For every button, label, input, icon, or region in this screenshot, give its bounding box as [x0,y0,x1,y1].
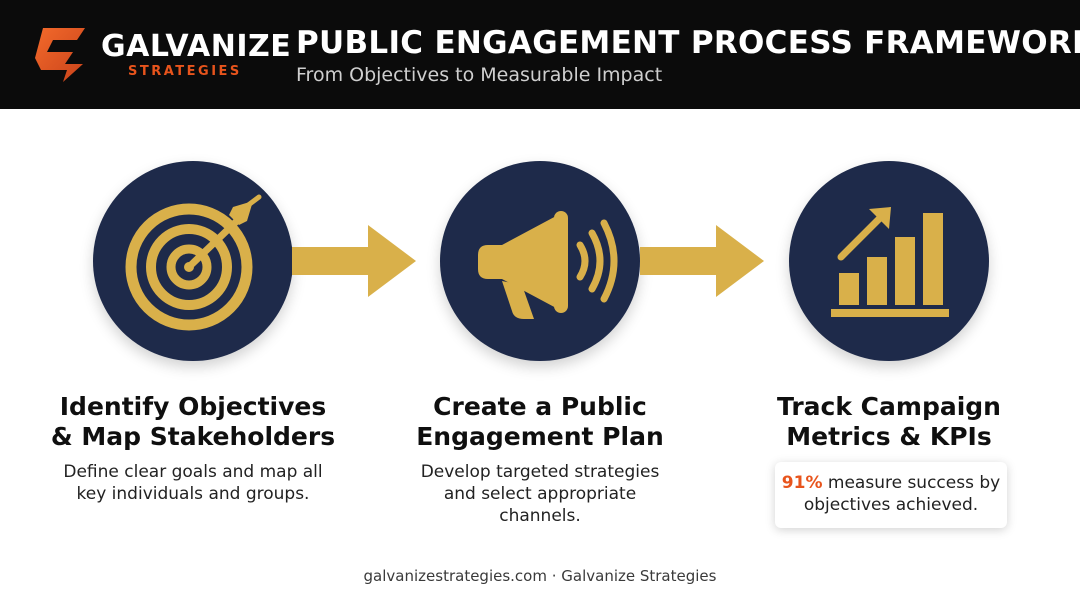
page-title: PUBLIC ENGAGEMENT PROCESS FRAMEWORK [296,25,1080,61]
footer-text: galvanizestrategies.com · Galvanize Stra… [363,567,717,585]
step-2-desc-line3: channels. [499,506,581,526]
step-3-circle [789,161,989,361]
step-2-circle [440,161,640,361]
step-3-title: Track Campaign Metrics & KPIs [739,392,1039,452]
page-subtitle: From Objectives to Measurable Impact [296,64,663,86]
step-1-title-line2: & Map Stakeholders [50,422,336,451]
step-1-desc-line2: key individuals and groups. [76,484,310,504]
step-2-title-line2: Engagement Plan [416,422,664,451]
stat-text-line2: objectives achieved. [803,495,979,515]
step-1-desc-line1: Define clear goals and map all [63,462,323,482]
brand-name: GALVANIZE [101,29,292,64]
step-1-title: Identify Objectives & Map Stakeholders [43,392,343,452]
step-1-circle [93,161,293,361]
galvanize-logo-icon [35,28,85,82]
step-2-desc-line2: and select appropriate [443,484,637,504]
stat-line-1: 91% measure success by [775,472,1007,494]
step-2-description: Develop targeted strategies and select a… [390,461,690,527]
step-3-title-line1: Track Campaign [777,392,1001,421]
stat-card: 91% measure success by objectives achiev… [775,462,1007,528]
process-flow [0,109,1080,409]
step-1-description: Define clear goals and map all key indiv… [43,461,343,505]
target-arrow-icon [125,194,262,331]
step-1-title-line1: Identify Objectives [59,392,327,421]
step-2-title: Create a Public Engagement Plan [390,392,690,452]
header-bar: GALVANIZE STRATEGIES PUBLIC ENGAGEMENT P… [0,0,1080,109]
stat-percentage: 91% [781,473,823,493]
megaphone-icon [478,211,618,319]
growth-chart-icon [831,207,949,317]
flow-arrow-1 [292,225,416,297]
flow-arrow-2 [640,225,764,297]
stat-text-line1: measure success by [822,473,1001,493]
brand-tagline: STRATEGIES [128,64,242,79]
step-2-desc-line1: Develop targeted strategies [420,462,660,482]
step-2-title-line1: Create a Public [433,392,647,421]
step-3-title-line2: Metrics & KPIs [786,422,992,451]
